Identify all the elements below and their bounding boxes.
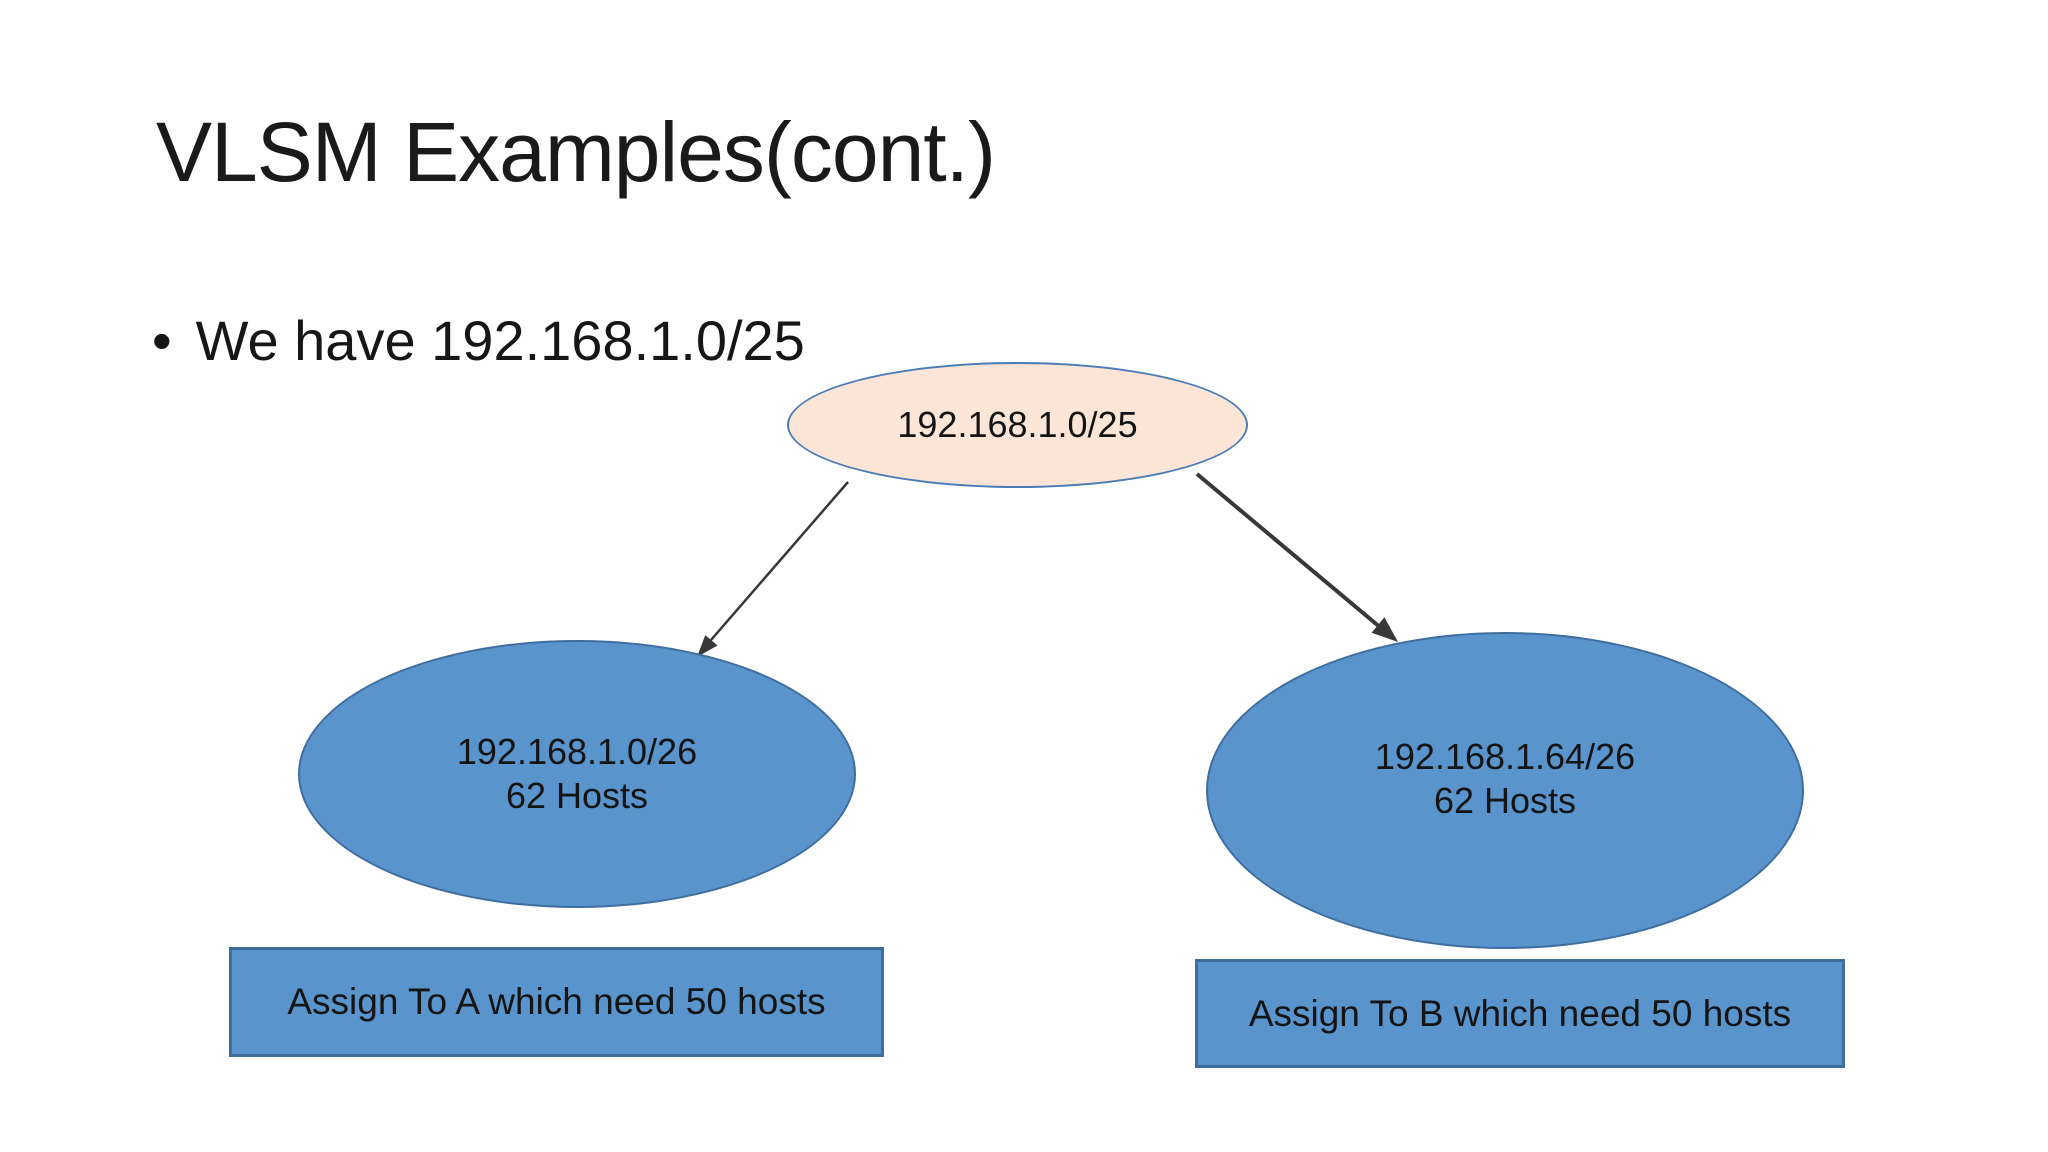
right-subnet-hosts: 62 Hosts bbox=[1433, 779, 1577, 821]
root-network-label: 192.168.1.0/25 bbox=[897, 404, 1138, 445]
left-subnet-address: 192.168.1.0/26 bbox=[456, 731, 698, 772]
bullet-item: • We have 192.168.1.0/25 bbox=[152, 308, 805, 373]
right-subnet-address: 192.168.1.64/26 bbox=[1374, 735, 1636, 777]
left-subnet-hosts: 62 Hosts bbox=[505, 775, 649, 816]
right-assignment-label: Assign To B which need 50 hosts bbox=[1248, 992, 1792, 1034]
arrowhead-right-icon bbox=[1371, 617, 1398, 642]
bullet-icon: • bbox=[152, 309, 172, 372]
right-assignment-box: Assign To B which need 50 hosts bbox=[1195, 959, 1845, 1068]
slide-title: VLSM Examples(cont.) bbox=[156, 105, 996, 199]
arrow-line-to-left-subnet bbox=[710, 481, 849, 641]
root-network-ellipse: 192.168.1.0/25 bbox=[787, 362, 1248, 488]
bullet-text: We have 192.168.1.0/25 bbox=[195, 309, 805, 372]
left-assignment-label: Assign To A which need 50 hosts bbox=[287, 981, 826, 1022]
right-subnet-ellipse: 192.168.1.64/26 62 Hosts bbox=[1206, 632, 1804, 949]
arrow-line-to-right-subnet bbox=[1195, 472, 1383, 630]
left-assignment-box: Assign To A which need 50 hosts bbox=[229, 947, 884, 1057]
left-subnet-ellipse: 192.168.1.0/26 62 Hosts bbox=[298, 640, 856, 908]
